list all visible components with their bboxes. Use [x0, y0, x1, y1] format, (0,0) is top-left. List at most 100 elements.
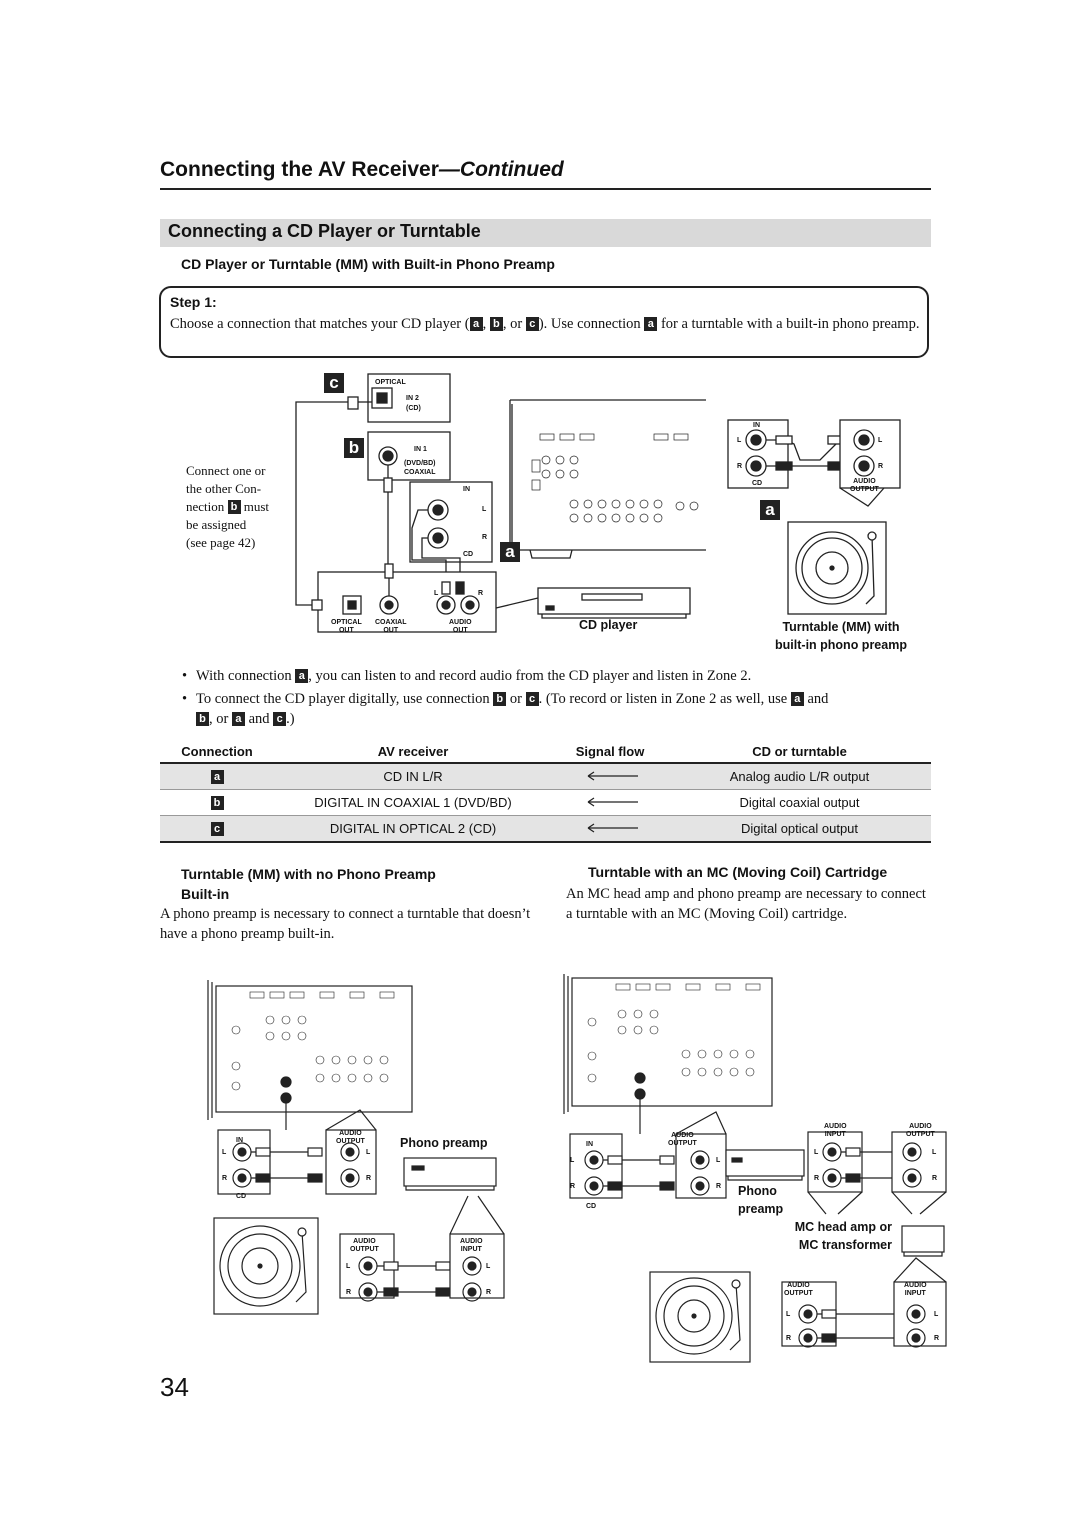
col-cd-turntable: CD or turntable — [668, 740, 931, 764]
badge-b-large: b — [344, 438, 364, 458]
tt-r-label: R — [786, 1335, 792, 1342]
right-in-label: IN — [753, 422, 760, 429]
label-line: OUTPUT — [850, 486, 879, 493]
bullet-text: With connection — [196, 668, 296, 684]
label-line: Phono — [738, 1184, 777, 1198]
note-line: the other Con- — [186, 481, 262, 496]
table-row: a CD IN L/R Analog audio L/R output — [160, 763, 931, 790]
cd-player-label: CD player — [579, 618, 638, 632]
table-cell: CD IN L/R — [274, 763, 552, 790]
badge-b: b — [196, 712, 209, 726]
in-label: IN — [586, 1141, 593, 1148]
label-line: OPTICAL — [331, 619, 362, 626]
badge-c: c — [525, 692, 539, 706]
badge-a: a — [210, 770, 224, 784]
phono-preamp-label: Phono preamp — [738, 1182, 783, 1218]
pre-l-label: L — [814, 1149, 819, 1156]
label-line: AUDIO — [824, 1123, 847, 1130]
col-av-receiver: AV receiver — [274, 740, 552, 764]
label-line: OUTPUT — [336, 1138, 365, 1145]
section-bar: Connecting a CD Player or Turntable — [160, 219, 931, 247]
label-line: OUTPUT — [350, 1246, 379, 1253]
bullet-item: With connection a, you can listen to and… — [160, 666, 931, 686]
label-line: INPUT — [824, 1131, 846, 1138]
r-label: R — [222, 1175, 228, 1182]
label-line: AUDIO — [909, 1123, 932, 1130]
l-label: L — [222, 1149, 227, 1156]
out-l-label: L — [366, 1149, 371, 1156]
label-line: MC head amp or — [794, 1220, 892, 1234]
note-text: must — [243, 499, 270, 514]
page-header: Connecting the AV Receiver—Continued — [160, 158, 564, 182]
tt-r-label: R — [346, 1289, 352, 1296]
cdplayer-r-label: R — [478, 590, 484, 597]
label-line: AUDIO — [460, 1238, 483, 1245]
table-row: b DIGITAL IN COAXIAL 1 (DVD/BD) Digital … — [160, 789, 931, 816]
subheading-no-preamp: Turntable (MM) with no Phono Preamp Buil… — [181, 864, 436, 904]
cd-label: CD — [463, 551, 474, 558]
badge-a-large-right: a — [760, 500, 780, 520]
arrow-left-icon — [587, 823, 638, 833]
bullet-text: . (To record or listen in Zone 2 as well… — [538, 691, 791, 707]
in1-label: IN 1 — [414, 446, 427, 453]
label-line: AUDIO — [853, 478, 876, 485]
table-cell: Analog audio L/R output — [668, 763, 931, 790]
arrow-left-icon — [587, 797, 638, 807]
out-r-label: R — [716, 1183, 722, 1190]
label-line: OUTPUT — [784, 1290, 813, 1297]
label-line: built-in phono preamp — [775, 638, 907, 652]
step-text-1: Choose a connection that matches your CD… — [170, 316, 470, 332]
connection-table: Connection AV receiver Signal flow CD or… — [160, 740, 931, 843]
coaxial-label: COAXIAL — [404, 469, 436, 476]
label-line: OUT — [338, 627, 354, 634]
label-line: AUDIO — [339, 1130, 362, 1137]
badge-c: c — [273, 712, 287, 726]
right-out-l-label: L — [878, 437, 883, 444]
label-line: AUDIO — [671, 1132, 694, 1139]
label-line: Turntable (MM) with — [782, 620, 900, 634]
cd-label: CD — [236, 1193, 247, 1200]
badge-a: a — [469, 317, 483, 331]
no-preamp-text: A phono preamp is necessary to connect a… — [160, 906, 531, 942]
in2-label: IN 2 — [406, 395, 419, 402]
turntable-label: Turntable (MM) with built-in phono pream… — [741, 618, 941, 654]
mci-r-label: R — [934, 1335, 940, 1342]
badge-c: c — [525, 317, 539, 331]
step-text-3: , or — [502, 316, 526, 332]
diagram3-lines — [563, 974, 947, 1363]
signal-flow-arrow — [552, 789, 668, 816]
label-line: AUDIO — [787, 1282, 810, 1289]
r-label: R — [482, 534, 488, 541]
step-box — [159, 286, 929, 358]
title-line: Built-in — [181, 886, 230, 902]
badge-a: a — [295, 669, 309, 683]
diagram-lines — [295, 373, 901, 633]
bullet-text: To connect the CD player digitally, use … — [196, 691, 494, 707]
r-label: R — [570, 1183, 576, 1190]
label-line: INPUT — [904, 1290, 926, 1297]
bullet-text: and — [244, 711, 274, 727]
right-l-label: L — [737, 437, 742, 444]
label-line: OUT — [452, 627, 468, 634]
table-cell: DIGITAL IN OPTICAL 2 (CD) — [274, 815, 552, 843]
header-continued: —Continued — [438, 158, 564, 181]
table-cell: a — [160, 763, 274, 790]
label-line: AUDIO — [353, 1238, 376, 1245]
table-row: c DIGITAL IN OPTICAL 2 (CD) Digital opti… — [160, 815, 931, 843]
label-line: MC transformer — [798, 1238, 892, 1252]
badge-b: b — [210, 796, 224, 810]
badge-b: b — [227, 500, 241, 514]
label-line: preamp — [738, 1202, 784, 1216]
connection-diagram: c b a a Connect one or the other Con- ne… — [160, 360, 931, 660]
pre-r-label: R — [486, 1289, 492, 1296]
l-label: L — [482, 506, 487, 513]
table-cell: c — [160, 815, 274, 843]
